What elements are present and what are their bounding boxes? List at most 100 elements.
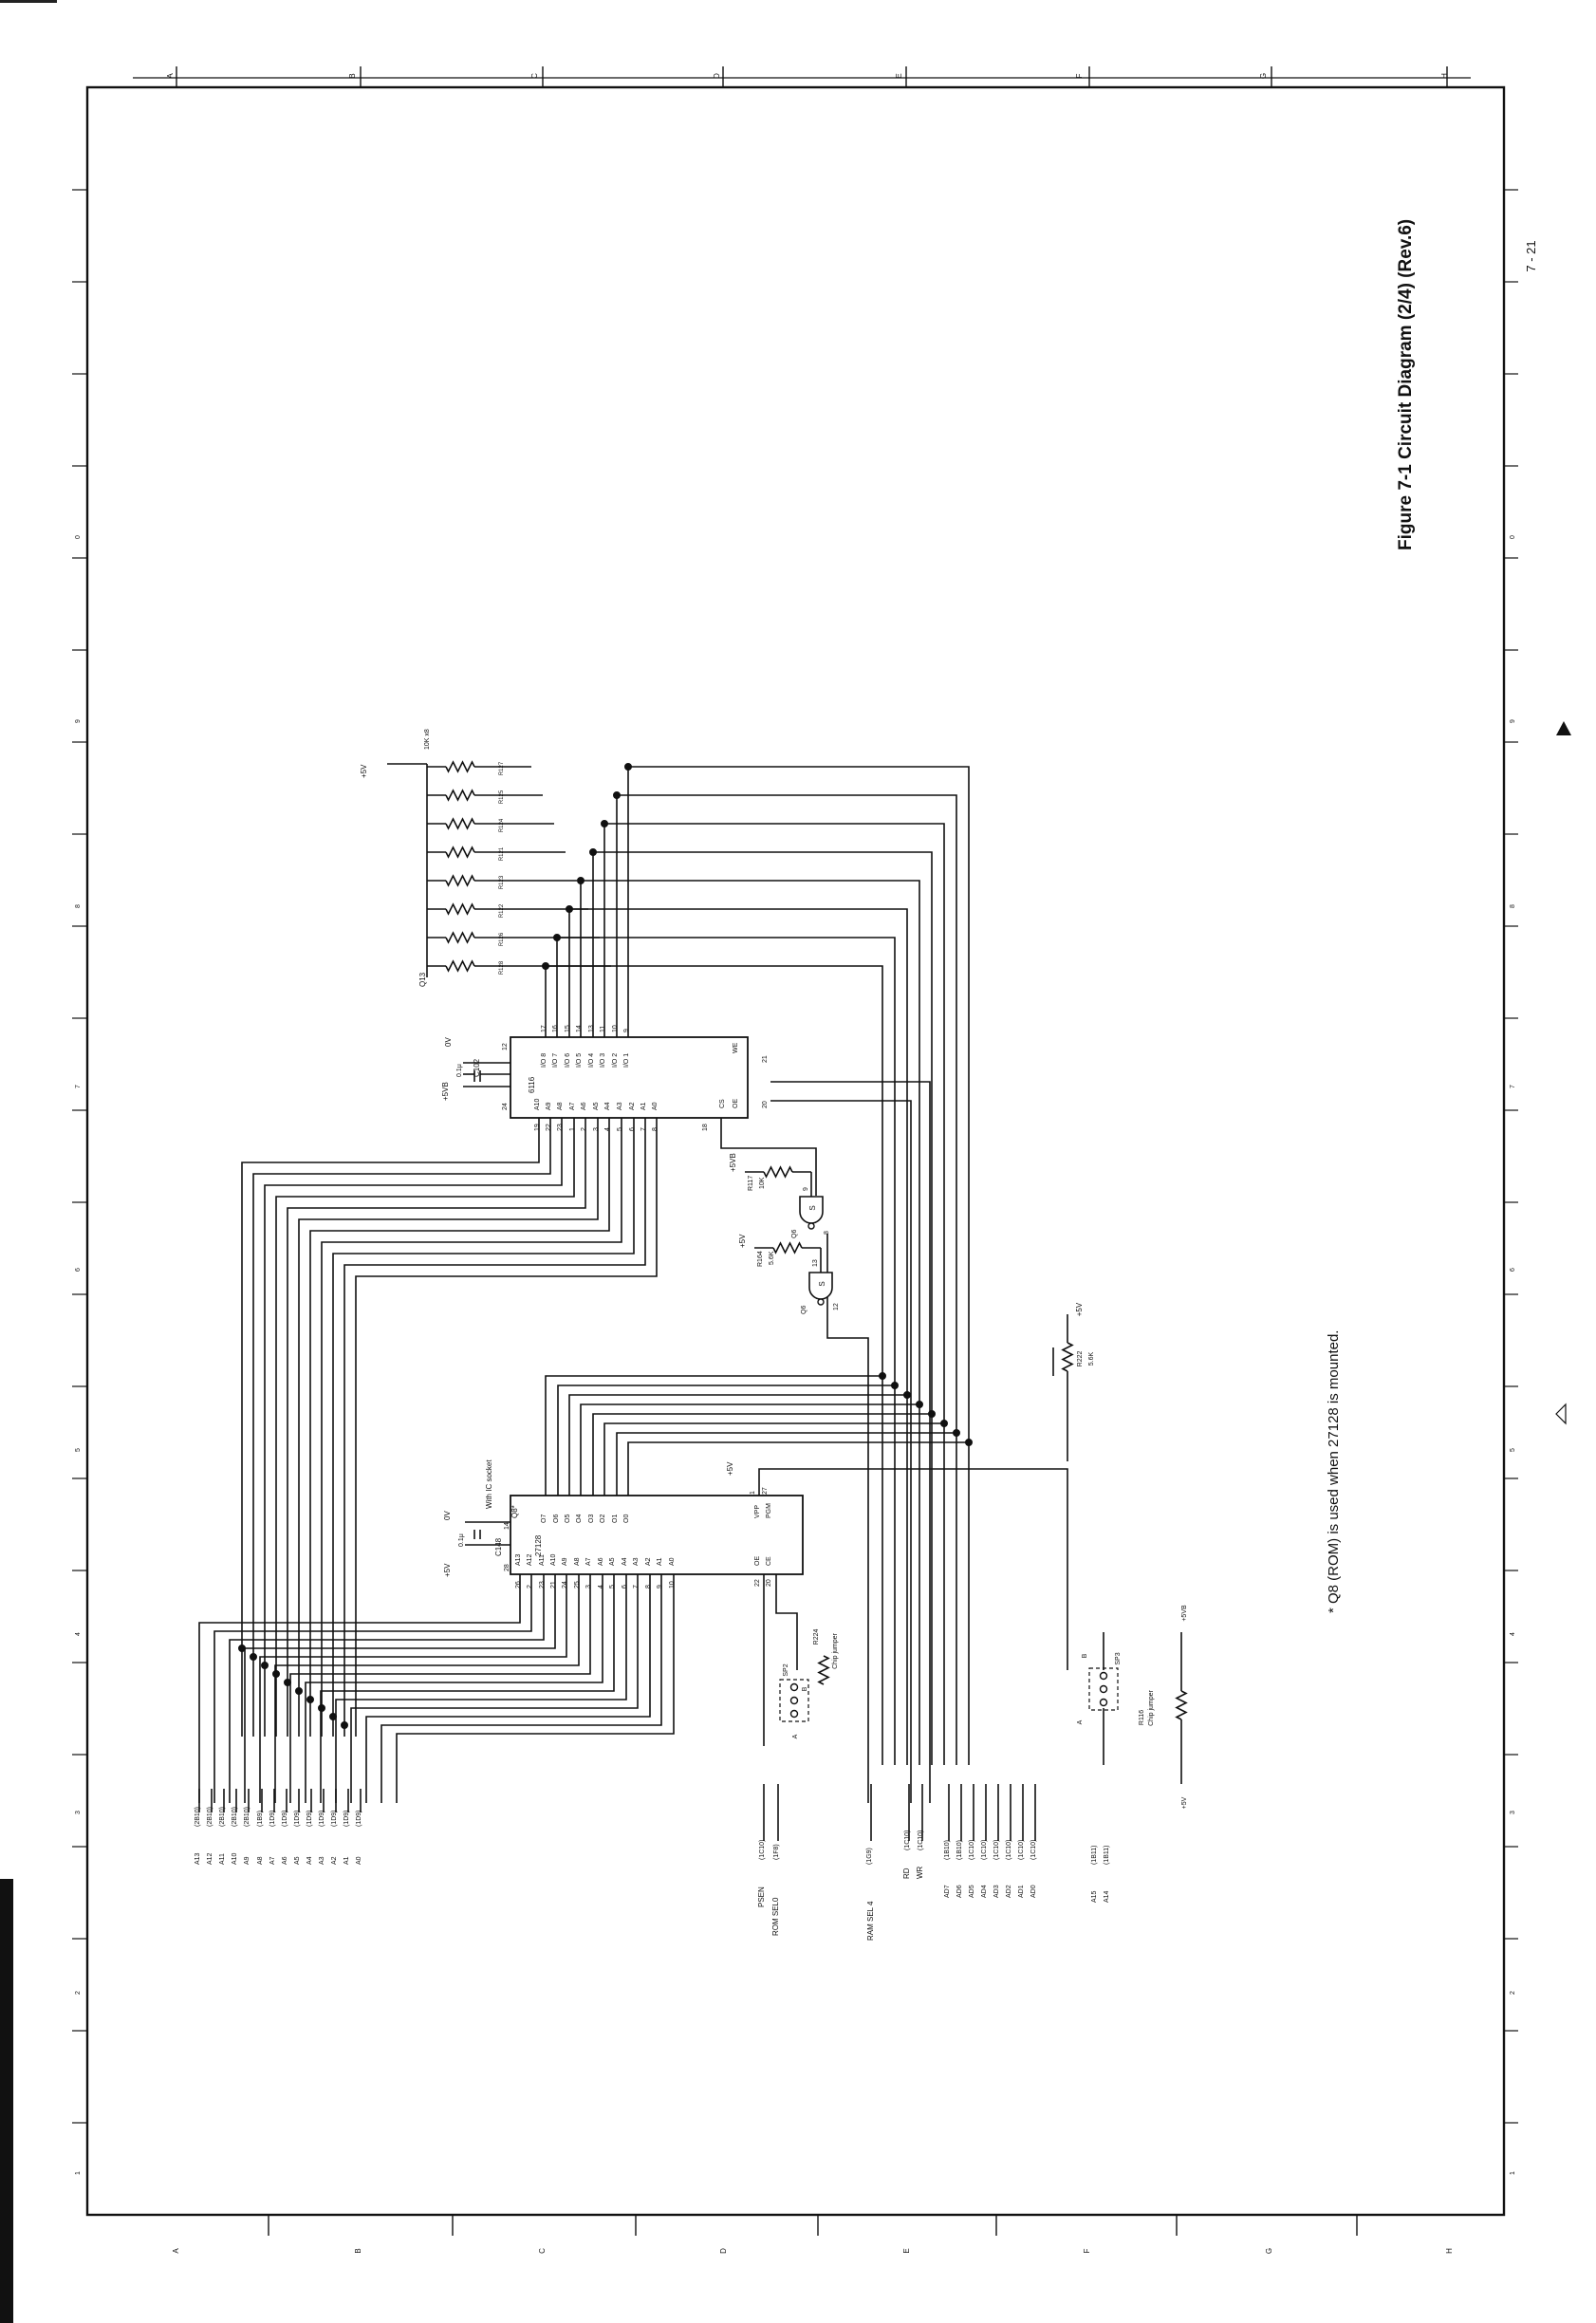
ram-addr-pin: 6 [629,1127,636,1131]
ram-addr-pin: 5 [617,1127,623,1131]
zone-number-right: 4 [1510,1632,1516,1636]
address-input-name: A5 [294,1856,301,1865]
scan-edge-top [0,0,57,3]
data-input-ref: (1C10) [1030,1840,1037,1860]
zone-number-right: 6 [1510,1268,1516,1272]
nand-gate-q6 [808,1272,833,1306]
wire [229,1574,545,1803]
rom-ce-label: CE [766,1556,772,1566]
junction-dot [260,1662,269,1670]
zone-letter-top: D [713,73,721,79]
rom-cap-ref: C148 [494,1537,503,1556]
zone-letter-top: F [1075,73,1084,78]
ram-addr-pin: 7 [640,1127,647,1131]
wire [213,1574,532,1803]
rom-vpp-supply: +5V [726,1461,734,1476]
junction-dot [915,1401,923,1409]
rom-power-pin: 28 [504,1564,510,1571]
gate-type: S [818,1281,826,1286]
ram-addr-label: A2 [629,1102,636,1110]
pullup-ref: R222 [1077,1351,1084,1367]
gate-type: S [808,1205,817,1210]
rom-ce-pin: 20 [766,1579,772,1587]
ram-io-label: I/O 4 [588,1053,595,1068]
ram-io-pin: 10 [612,1025,619,1032]
rom-addr-label: A7 [585,1557,592,1566]
rom-addr-label: A4 [622,1557,628,1566]
pullup-value: 5.6K [1088,1351,1095,1366]
resistor-ref: R127 [499,761,505,775]
data-input-name: AD6 [956,1885,963,1898]
ram-power-pin: 24 [502,1103,509,1110]
ram-oe-pin: 20 [762,1101,769,1108]
ram-addr-label: A6 [581,1102,587,1110]
address-input-name: A13 [195,1852,201,1865]
address-input-ref: (2B10) [219,1807,226,1827]
junction-dot [317,1704,325,1713]
arrow-mark [1555,1403,1567,1425]
rom-addr-pin: 6 [622,1585,628,1589]
address-input-ref: (2B10) [244,1807,251,1827]
zone-letter-bottom: B [354,2248,362,2253]
ram-addr-label: A9 [546,1102,552,1110]
junction-dot [294,1687,303,1696]
zone-number-left: 9 [75,719,82,723]
wire [275,1118,575,1737]
rom-vpp-pin: 1 [750,1491,756,1495]
zone-number-left: 0 [75,535,82,539]
resistor-ref: R124 [499,818,505,832]
wire [287,1118,586,1737]
ram-addr-label: A10 [534,1098,541,1110]
zone-number-left: 1 [75,2171,82,2175]
address-input-name: A6 [282,1856,288,1865]
junction-dot [964,1439,973,1447]
address-input-ref: (1D9) [306,1810,313,1827]
rom-part-label: 27128 [534,1534,543,1556]
junction-dot [902,1391,911,1400]
inner-border [85,85,1506,2217]
jumper-ref: SP3 [1115,1652,1122,1664]
rom-data-label: O1 [612,1515,619,1523]
data-input-name: AD1 [1018,1885,1025,1898]
rom-addr-label: A12 [527,1553,533,1566]
ram-io-label: I/O 5 [576,1053,583,1068]
rd-label: RD [902,1868,911,1879]
zone-letter-bottom: F [1083,2248,1091,2253]
wire [274,1574,580,1803]
ram-cap-value: 0.1μ [456,1064,463,1077]
address-input-ref: (1D9) [343,1810,350,1827]
data-input-name: AD7 [944,1885,951,1898]
psen-label: PSEN [757,1886,766,1907]
ram-we-pin: 21 [762,1055,769,1063]
wire [380,1574,662,1803]
ram-io-label: I/O 8 [541,1053,547,1068]
zone-number-left: 4 [75,1632,82,1636]
wire [603,1422,944,1496]
rom-data-label: O5 [565,1515,571,1523]
wire [557,937,896,1765]
rom-data-label: O6 [553,1515,560,1523]
ram-oe-label: OE [733,1099,739,1108]
wire [720,1118,817,1196]
wire [770,1081,931,1803]
wire [396,1574,675,1803]
zone-letter-bottom: E [902,2248,911,2253]
wire [581,880,920,1765]
arrow-mark [1556,721,1571,735]
gate-out-pin: 12 [833,1303,840,1310]
zone-letter-bottom: G [1265,2248,1273,2254]
rom-note: With IC socket [485,1459,493,1509]
gate-resistor-value: 10K [759,1177,766,1189]
rom-addr-label: A13 [515,1553,522,1566]
ram-io-pin: 11 [600,1026,606,1032]
ram-we-label: WE [733,1042,739,1053]
resistor-R224 [817,1655,830,1685]
rom-data-label: O3 [588,1515,595,1523]
gate-in-pin: 13 [812,1259,819,1267]
jumper-b: B [1082,1653,1088,1658]
wire [580,1403,919,1496]
resistor-ref: R123 [499,875,505,889]
pullup-R164 [772,1241,803,1254]
address-input-name: A3 [319,1856,325,1865]
rom-27128-body [510,1495,804,1575]
